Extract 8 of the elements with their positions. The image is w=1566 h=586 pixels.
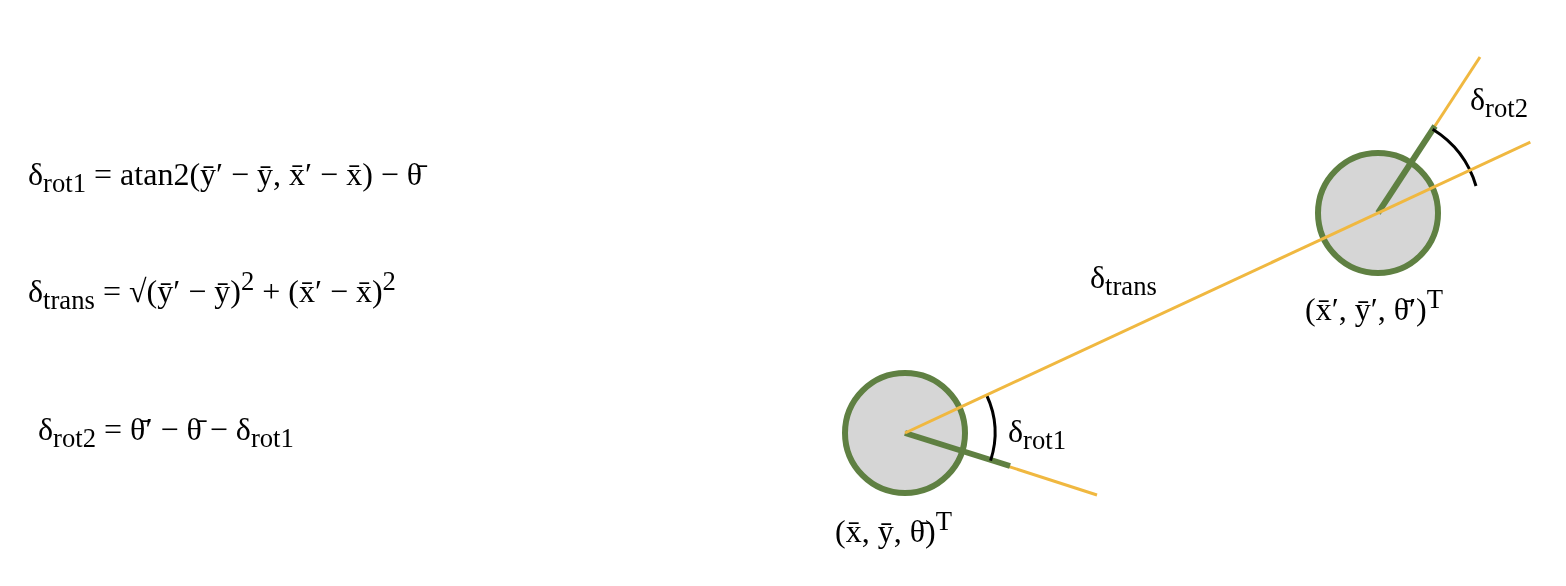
formula: δ$_{trans}$ = √(ȳ′ − ȳ)$^{2}$ + (x̄′ − x̄)$^{2}$ — [28, 265, 396, 317]
edge-label: δ$_{trans}$ — [1090, 258, 1157, 303]
pose-label: (x̄, ȳ, θ̄)$^{T}$ — [835, 505, 952, 551]
travel-line — [961, 238, 1322, 408]
pose-label: (x̄′, ȳ′, θ̄′)$^{T}$ — [1305, 283, 1443, 329]
formula: δ$_{rot2}$ = θ̄′ − θ̄ − δ$_{rot1}$ — [38, 410, 294, 455]
angle-label: δ$_{rot1}$ — [1008, 412, 1067, 457]
angle-label: δ$_{rot2}$ — [1470, 80, 1529, 125]
